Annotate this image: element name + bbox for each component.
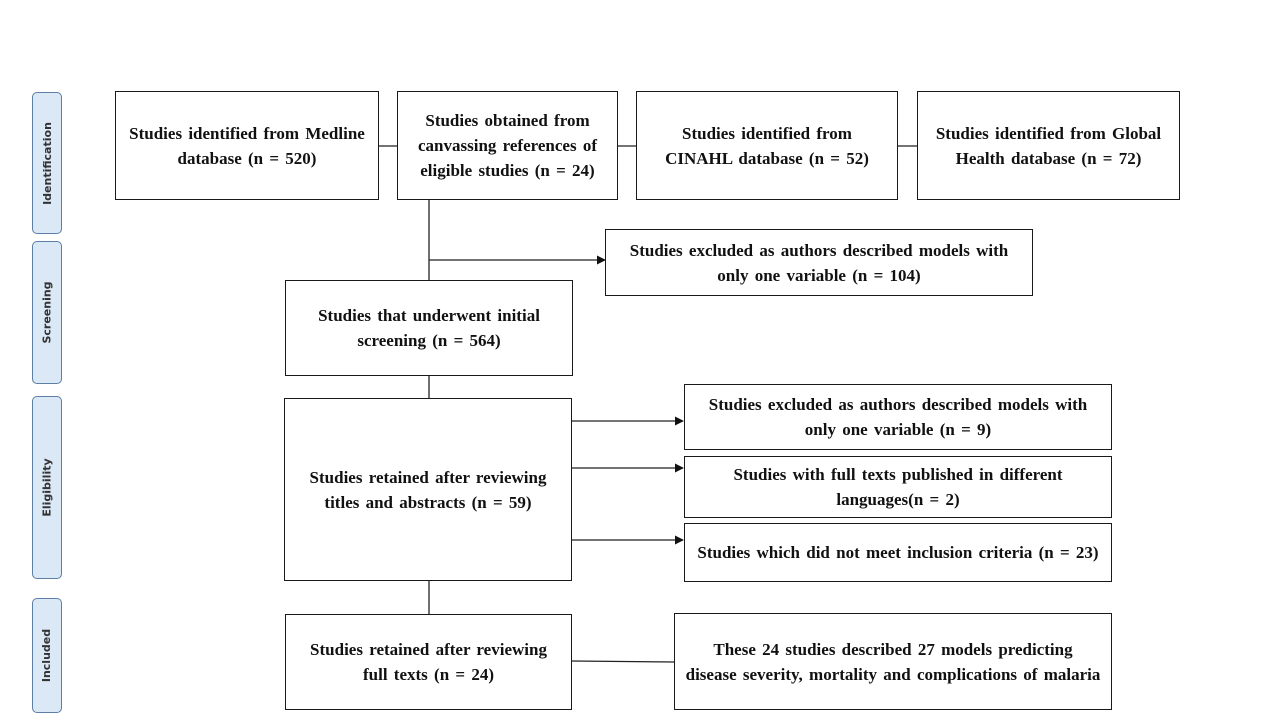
box-retained-titles-text: Studies retained after reviewing titles … [309, 467, 547, 512]
box-medline: Studies identified from Medline database… [115, 91, 379, 200]
box-references-text: Studies obtained from canvassing referen… [417, 111, 597, 180]
stage-screening: Screening [32, 241, 62, 384]
stage-included-label: Included [40, 628, 54, 683]
stage-identification: Identification [32, 92, 62, 234]
box-described-models-text: These 24 studies described 27 models pre… [685, 639, 1101, 684]
box-retained-full-texts-text: Studies retained after reviewing full te… [310, 640, 547, 684]
stage-eligibility-label: Eligibility [40, 458, 54, 517]
box-not-meet-criteria: Studies which did not meet inclusion cri… [684, 523, 1112, 582]
box-different-languages-text: Studies with full texts published in dif… [733, 465, 1063, 509]
connector-included-models [571, 660, 675, 663]
stage-screening-label: Screening [40, 281, 54, 344]
box-references: Studies obtained from canvassing referen… [397, 91, 618, 200]
stage-included: Included [32, 598, 62, 713]
box-excluded-104: Studies excluded as authors described mo… [605, 229, 1033, 296]
box-retained-titles: Studies retained after reviewing titles … [284, 398, 572, 581]
box-global-health: Studies identified from Global Health da… [917, 91, 1180, 200]
box-cinahl-text: Studies identified from CINAHL database … [665, 123, 869, 168]
box-initial-screening: Studies that underwent initial screening… [285, 280, 573, 376]
box-not-meet-criteria-text: Studies which did not meet inclusion cri… [697, 543, 1099, 562]
box-described-models: These 24 studies described 27 models pre… [674, 613, 1112, 710]
box-initial-screening-text: Studies that underwent initial screening… [318, 306, 540, 350]
box-medline-text: Studies identified from Medline database… [129, 123, 365, 168]
box-global-health-text: Studies identified from Global Health da… [935, 123, 1162, 168]
stage-eligibility: Eligibility [32, 396, 62, 579]
stage-identification-label: Identification [40, 121, 54, 205]
box-retained-full-texts: Studies retained after reviewing full te… [285, 614, 572, 710]
box-cinahl: Studies identified from CINAHL database … [636, 91, 898, 200]
box-excluded-9: Studies excluded as authors described mo… [684, 384, 1112, 450]
box-different-languages: Studies with full texts published in dif… [684, 456, 1112, 518]
box-excluded-9-text: Studies excluded as authors described mo… [708, 395, 1088, 439]
box-excluded-104-text: Studies excluded as authors described mo… [629, 240, 1009, 285]
